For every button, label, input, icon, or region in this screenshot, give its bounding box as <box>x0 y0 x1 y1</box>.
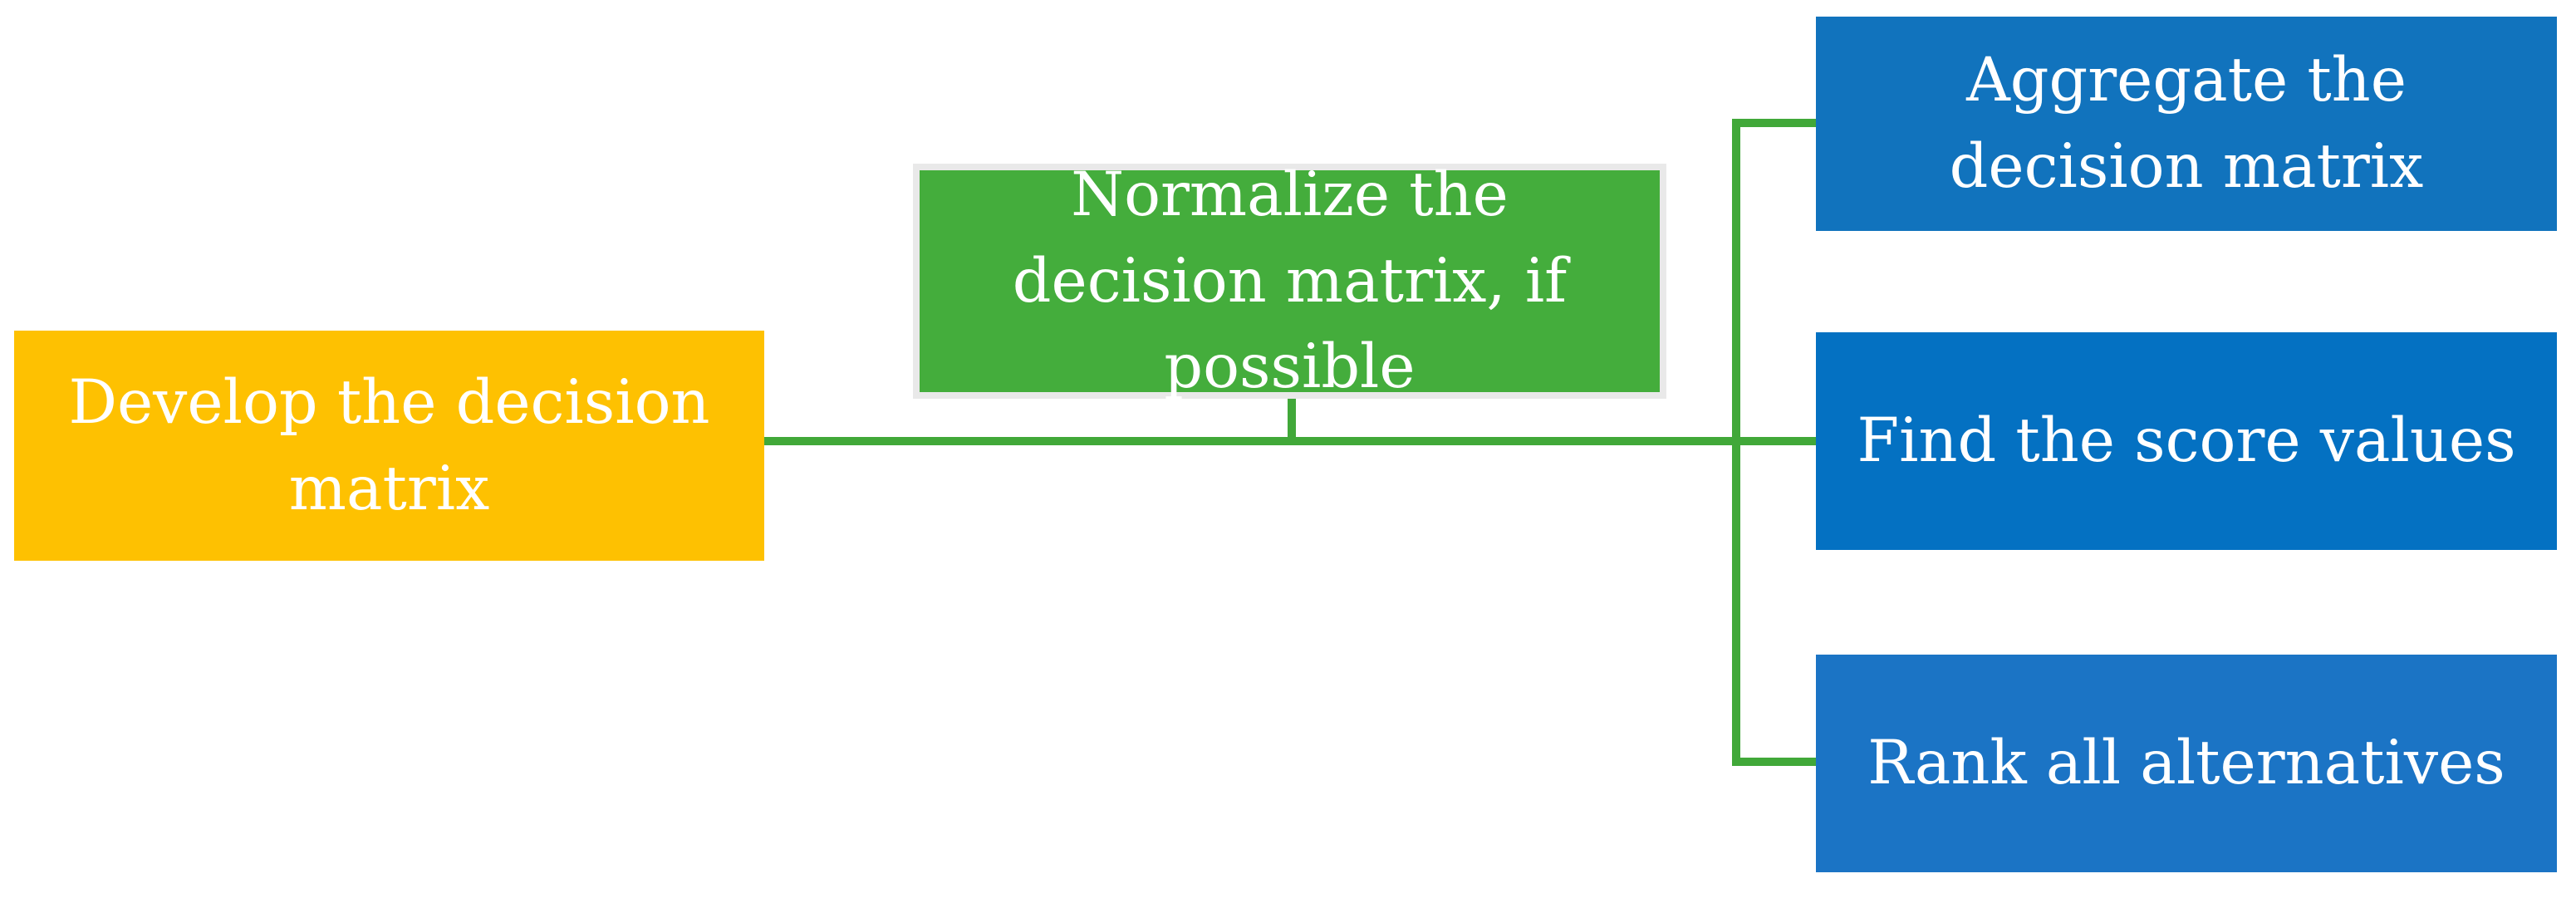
connector-normalize-stub <box>1288 399 1296 445</box>
node-normalize-label: Normalize the decision matrix, if possib… <box>1012 159 1568 403</box>
connector-stub-to-aggregate <box>1732 119 1816 127</box>
node-find-score-values: Find the score values <box>1816 332 2557 550</box>
node-develop-label: Develop the decision matrix <box>68 366 710 524</box>
node-develop-decision-matrix: Develop the decision matrix <box>14 331 764 561</box>
node-normalize-decision-matrix: Normalize the decision matrix, if possib… <box>913 159 1666 402</box>
node-rank-all-alternatives: Rank all alternatives <box>1816 655 2557 872</box>
node-rank-label: Rank all alternatives <box>1867 728 2505 799</box>
node-aggregate-label: Aggregate the decision matrix <box>1949 45 2424 202</box>
connector-stub-to-rank <box>1732 758 1816 766</box>
node-find-score-label: Find the score values <box>1857 405 2516 477</box>
connector-vertical-trunk <box>1732 119 1740 766</box>
node-aggregate-decision-matrix: Aggregate the decision matrix <box>1816 17 2557 231</box>
